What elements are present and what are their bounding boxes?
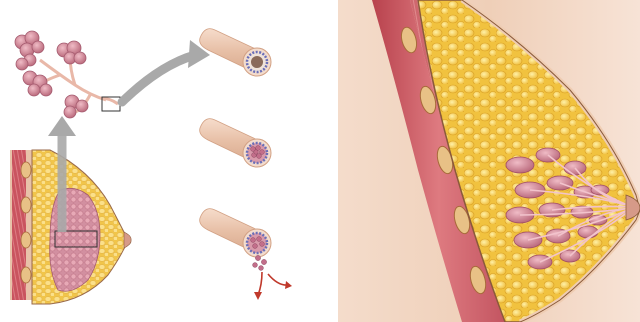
duct-invasive (200, 209, 292, 300)
breast-cross-section-large (338, 0, 640, 322)
lobule-cluster (15, 31, 88, 118)
red-spread-arrows-icon (254, 272, 292, 300)
duct-normal-lumen (251, 56, 263, 68)
nipple-small (124, 232, 131, 248)
breast-cross-section-small (10, 150, 131, 304)
duct-normal (200, 25, 271, 76)
arrow-right-icon (122, 40, 210, 102)
lobule-detail (15, 31, 120, 118)
duct-in-situ (200, 119, 271, 167)
